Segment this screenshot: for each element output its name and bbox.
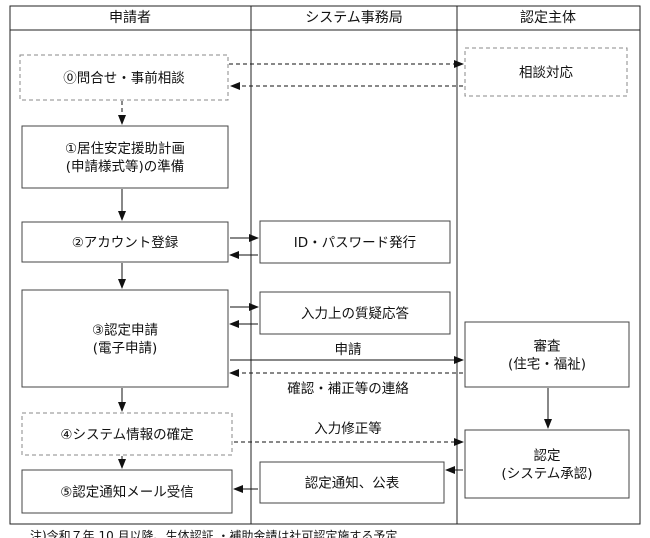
node-n2: ②アカウント登録 bbox=[21, 221, 229, 263]
node-label-idpw-0: ID・パスワード発行 bbox=[294, 235, 416, 251]
node-box-n2 bbox=[21, 221, 229, 263]
node-box-approve bbox=[464, 429, 630, 499]
node-label-n1-1: (申請様式等)の準備 bbox=[66, 158, 185, 175]
node-review: 審査 (住宅・福祉) bbox=[464, 321, 630, 388]
node-label-approve-0: 認定 bbox=[534, 448, 561, 464]
node-n5: ⑤認定通知メール受信 bbox=[21, 469, 233, 514]
node-consult: 相談対応 bbox=[464, 47, 628, 97]
edge-labels: 申請 確認・補正等の連絡 入力修正等 bbox=[287, 342, 409, 437]
node-box-n3 bbox=[21, 289, 229, 388]
edge-label-confirm: 確認・補正等の連絡 bbox=[287, 380, 409, 397]
node-n0: ⓪問合せ・事前相談 bbox=[19, 54, 229, 101]
node-notice: 認定通知、公表 bbox=[259, 461, 445, 504]
node-label-n3-0: ③認定申請 bbox=[92, 323, 158, 339]
node-box-qa bbox=[259, 291, 451, 335]
node-label-n1-0: ①居住安定援助計画 bbox=[65, 141, 185, 157]
node-box-n4 bbox=[21, 412, 233, 456]
footnote: 注)令和７年 10 月以降、生体認証 ・補助金請は社可認定施する予定 bbox=[30, 528, 397, 538]
node-label-consult-0: 相談対応 bbox=[519, 65, 573, 81]
node-box-n0 bbox=[19, 54, 229, 101]
nodes: ⓪問合せ・事前相談 相談対応 ①居住安定援助計画(申請様式等)の準備 ②アカウント登録… bbox=[19, 47, 630, 514]
node-label-approve-1: (システム承認) bbox=[501, 466, 592, 482]
node-label-review-0: 審査 bbox=[534, 339, 562, 355]
node-label-review-1: (住宅・福祉) bbox=[508, 357, 586, 373]
lane-headers: 申請者 システム事務局 認定主体 bbox=[109, 10, 576, 26]
edge-label-apply: 申請 bbox=[335, 342, 362, 358]
node-label-qa-0: 入力上の質疑応答 bbox=[301, 305, 409, 322]
node-box-idpw bbox=[259, 220, 451, 264]
node-box-consult bbox=[464, 47, 628, 97]
node-box-notice bbox=[259, 461, 445, 504]
edges bbox=[118, 60, 552, 493]
lane-header-applicant: 申請者 bbox=[109, 10, 151, 26]
node-n3: ③認定申請 (電子申請) bbox=[21, 289, 229, 388]
node-qa: 入力上の質疑応答 bbox=[259, 291, 451, 335]
node-idpw: ID・パスワード発行 bbox=[259, 220, 451, 264]
node-approve: 認定 (システム承認) bbox=[464, 429, 630, 499]
node-n1: ①居住安定援助計画(申請様式等)の準備 bbox=[21, 125, 229, 189]
node-box-n1 bbox=[21, 125, 229, 189]
node-label-n0-0: ⓪問合せ・事前相談 bbox=[63, 70, 185, 87]
node-label-n2-0: ②アカウント登録 bbox=[72, 235, 179, 251]
node-label-notice-0: 認定通知、公表 bbox=[305, 475, 400, 492]
lane-header-system: システム事務局 bbox=[305, 10, 403, 26]
swimlane-frame bbox=[9, 5, 641, 525]
node-n4: ④システム情報の確定 bbox=[21, 412, 233, 456]
lane-header-authority: 認定主体 bbox=[520, 10, 576, 26]
node-box-n5 bbox=[21, 469, 233, 514]
node-label-n3-1: (電子申請) bbox=[93, 341, 158, 357]
node-box-review bbox=[464, 321, 630, 388]
node-label-n4-0: ④システム情報の確定 bbox=[60, 427, 193, 443]
node-label-n5-0: ⑤認定通知メール受信 bbox=[60, 484, 194, 501]
edge-label-correction: 入力修正等 bbox=[314, 420, 382, 437]
